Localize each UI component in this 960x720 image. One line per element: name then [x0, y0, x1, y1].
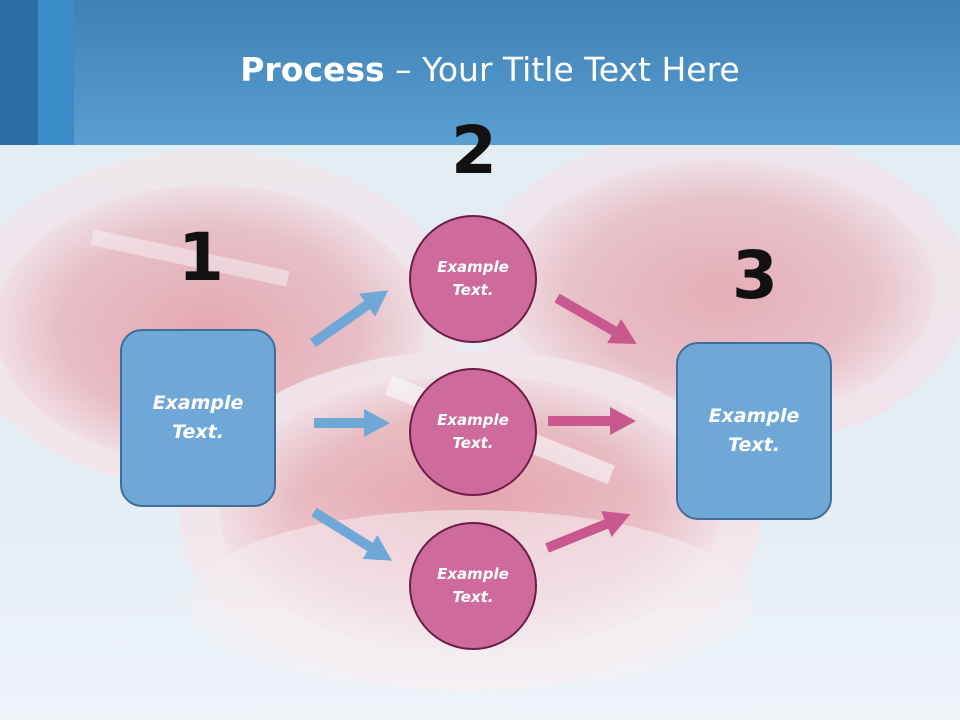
- step-1-text: Example Text.: [152, 392, 244, 443]
- slide-title[interactable]: Process – Your Title Text Here: [0, 50, 960, 89]
- header-stripe: [38, 0, 74, 145]
- title-bold: Process: [240, 50, 385, 89]
- step-2-circle-bottom[interactable]: Example Text.: [409, 522, 537, 650]
- step-3-box[interactable]: Example Text.: [676, 342, 832, 520]
- header-band: [0, 0, 960, 145]
- circle-middle-text: Example Text.: [437, 411, 509, 452]
- step-number-3: 3: [732, 237, 778, 314]
- step-number-1: 1: [178, 219, 224, 296]
- header-stripe: [0, 0, 38, 145]
- step-1-box[interactable]: Example Text.: [120, 329, 276, 507]
- step-3-text: Example Text.: [708, 405, 800, 456]
- step-number-2: 2: [451, 112, 497, 189]
- circle-top-text: Example Text.: [437, 258, 509, 299]
- step-2-circle-top[interactable]: Example Text.: [409, 215, 537, 343]
- circle-bottom-text: Example Text.: [437, 565, 509, 606]
- title-rest: – Your Title Text Here: [384, 50, 740, 89]
- step-2-circle-middle[interactable]: Example Text.: [409, 368, 537, 496]
